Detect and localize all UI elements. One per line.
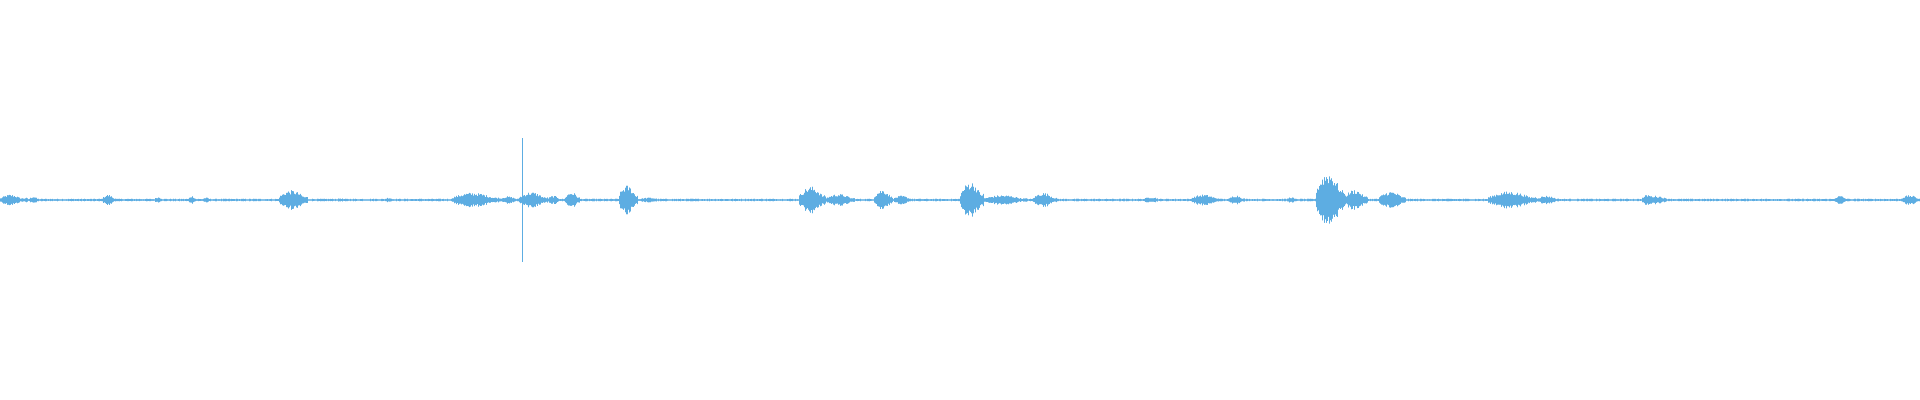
waveform-trace bbox=[0, 138, 1920, 262]
